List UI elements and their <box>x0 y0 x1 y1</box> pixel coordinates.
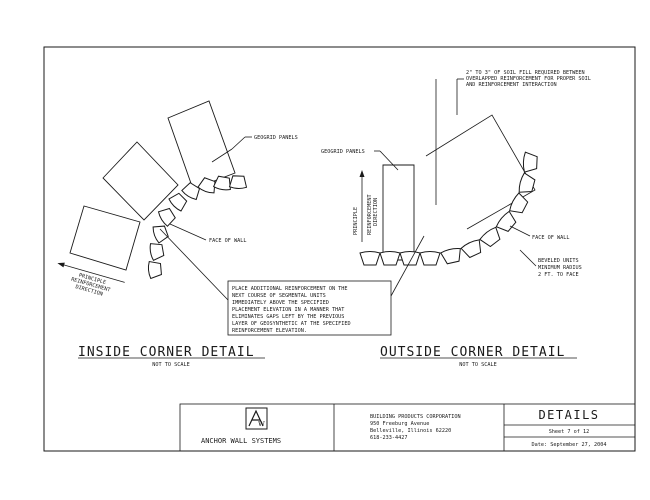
wall-unit <box>495 210 517 232</box>
inside-scale-note: NOT TO SCALE <box>152 362 189 368</box>
inside-geogrid-label: GEOGRID PANELS <box>254 135 298 141</box>
geogrid-panel <box>167 100 236 190</box>
address-line: Belleville, Illinois 62220 <box>370 428 451 434</box>
wall-unit <box>522 151 538 173</box>
direction-line: PRINCIPLE <box>353 207 359 235</box>
anchor-logo: w <box>245 407 268 430</box>
wall-unit <box>518 172 536 193</box>
beveled-leader <box>519 249 537 267</box>
outside-face-label: FACE OF WALL <box>532 235 569 241</box>
outside-scale-note: NOT TO SCALE <box>459 362 496 368</box>
wall-unit <box>197 177 216 194</box>
center-note-line: ELIMINATES GAPS LEFT BY THE PREVIOUS <box>232 314 344 320</box>
beveled-note-line: BEVELED UNITS <box>538 258 579 264</box>
face-leader <box>509 225 531 237</box>
beveled-note-line: MINIMUM RADIUS <box>538 265 582 271</box>
wall-unit <box>399 251 421 266</box>
center-note-line: REINFORCEMENT ELEVATION. <box>232 328 307 334</box>
geogrid-panel <box>102 141 179 221</box>
center-note-line: NEXT COURSE OF SEGMENTAL UNITS <box>232 293 326 299</box>
wall-unit <box>379 251 401 266</box>
center-note-box <box>227 280 392 336</box>
geogrid-panel <box>382 164 415 261</box>
wall-unit <box>181 182 201 201</box>
direction-line: DIRECTION <box>373 198 379 226</box>
inside-direction-arrow: PRINCIPLE REINFORCEMENT DIRECTION <box>57 262 125 298</box>
outside-geogrid-label: GEOGRID PANELS <box>321 149 365 155</box>
soil-fill-note-line: 2" TO 3" OF SOIL FILL REQUIRED BETWEEN <box>466 70 585 76</box>
center-note-line: PLACE ADDITIONAL REINFORCEMENT ON THE <box>232 286 348 292</box>
title-block: w ANCHOR WALL SYSTEMS BUILDING PRODUCTS … <box>201 404 635 451</box>
wall-unit <box>152 225 169 244</box>
wall-unit <box>359 251 381 266</box>
outside-detail-title: OUTSIDE CORNER DETAIL <box>380 345 565 360</box>
wall-unit <box>149 243 165 262</box>
center-note-line: LAYER OF GEOSYNTHETIC AT THE SPECIFIED <box>232 321 351 327</box>
wall-unit <box>212 175 231 191</box>
face-leader <box>169 223 207 241</box>
address-line: 950 Freeburg Avenue <box>370 421 429 427</box>
wall-unit <box>168 192 188 212</box>
center-note-line: PLACEMENT ELEVATION IN A MANNER THAT <box>232 307 344 313</box>
wall-unit <box>157 207 176 227</box>
beveled-note-line: 2 FT. TO FACE <box>538 272 579 278</box>
sheet-date: Date: September 27, 2004 <box>532 442 607 448</box>
outside-direction-arrow: PRINCIPLE REINFORCEMENT DIRECTION <box>353 170 379 242</box>
wall-unit <box>228 175 248 189</box>
wall-unit <box>147 260 162 280</box>
soil-fill-note-line: AND REINFORCEMENT INTERACTION <box>466 82 557 88</box>
sheet-number: Sheet 7 of 12 <box>549 429 590 435</box>
geogrid-leader <box>231 136 246 150</box>
svg-text:w: w <box>258 419 265 428</box>
inside-detail-title: INSIDE CORNER DETAIL <box>78 345 255 360</box>
address-line: BUILDING PRODUCTS CORPORATION <box>370 414 461 420</box>
drawing-border <box>43 46 636 452</box>
address-line: 618-233-4427 <box>370 435 407 441</box>
wall-unit <box>440 247 461 265</box>
soil-fill-note-line: OVERLAPPED REINFORCEMENT FOR PROPER SOIL <box>466 76 591 82</box>
geogrid-panel <box>69 205 141 271</box>
inside-wall-units <box>147 175 248 280</box>
title-block-frame <box>179 403 636 452</box>
wall-unit <box>509 192 529 214</box>
geogrid-panel <box>425 114 536 230</box>
center-note-leader <box>390 235 425 297</box>
company-name: ANCHOR WALL SYSTEMS <box>201 437 281 445</box>
direction-line: REINFORCEMENT <box>367 194 373 235</box>
center-note-line: IMMEDIATELY ABOVE THE SPECIFIED <box>232 300 329 306</box>
sheet-title: DETAILS <box>538 408 599 422</box>
center-note-leader <box>159 228 229 301</box>
outside-wall-units <box>359 151 538 266</box>
wall-unit <box>479 226 501 248</box>
outside-corner-detail: 2" TO 3" OF SOIL FILL REQUIRED BETWEEN O… <box>321 70 591 368</box>
geogrid-leader <box>379 150 399 171</box>
geogrid-leader <box>211 148 233 163</box>
wall-unit <box>460 239 482 259</box>
wall-unit <box>419 251 441 266</box>
center-note: PLACE ADDITIONAL REINFORCEMENT ON THE NE… <box>159 228 425 336</box>
inside-face-label: FACE OF WALL <box>209 238 246 244</box>
